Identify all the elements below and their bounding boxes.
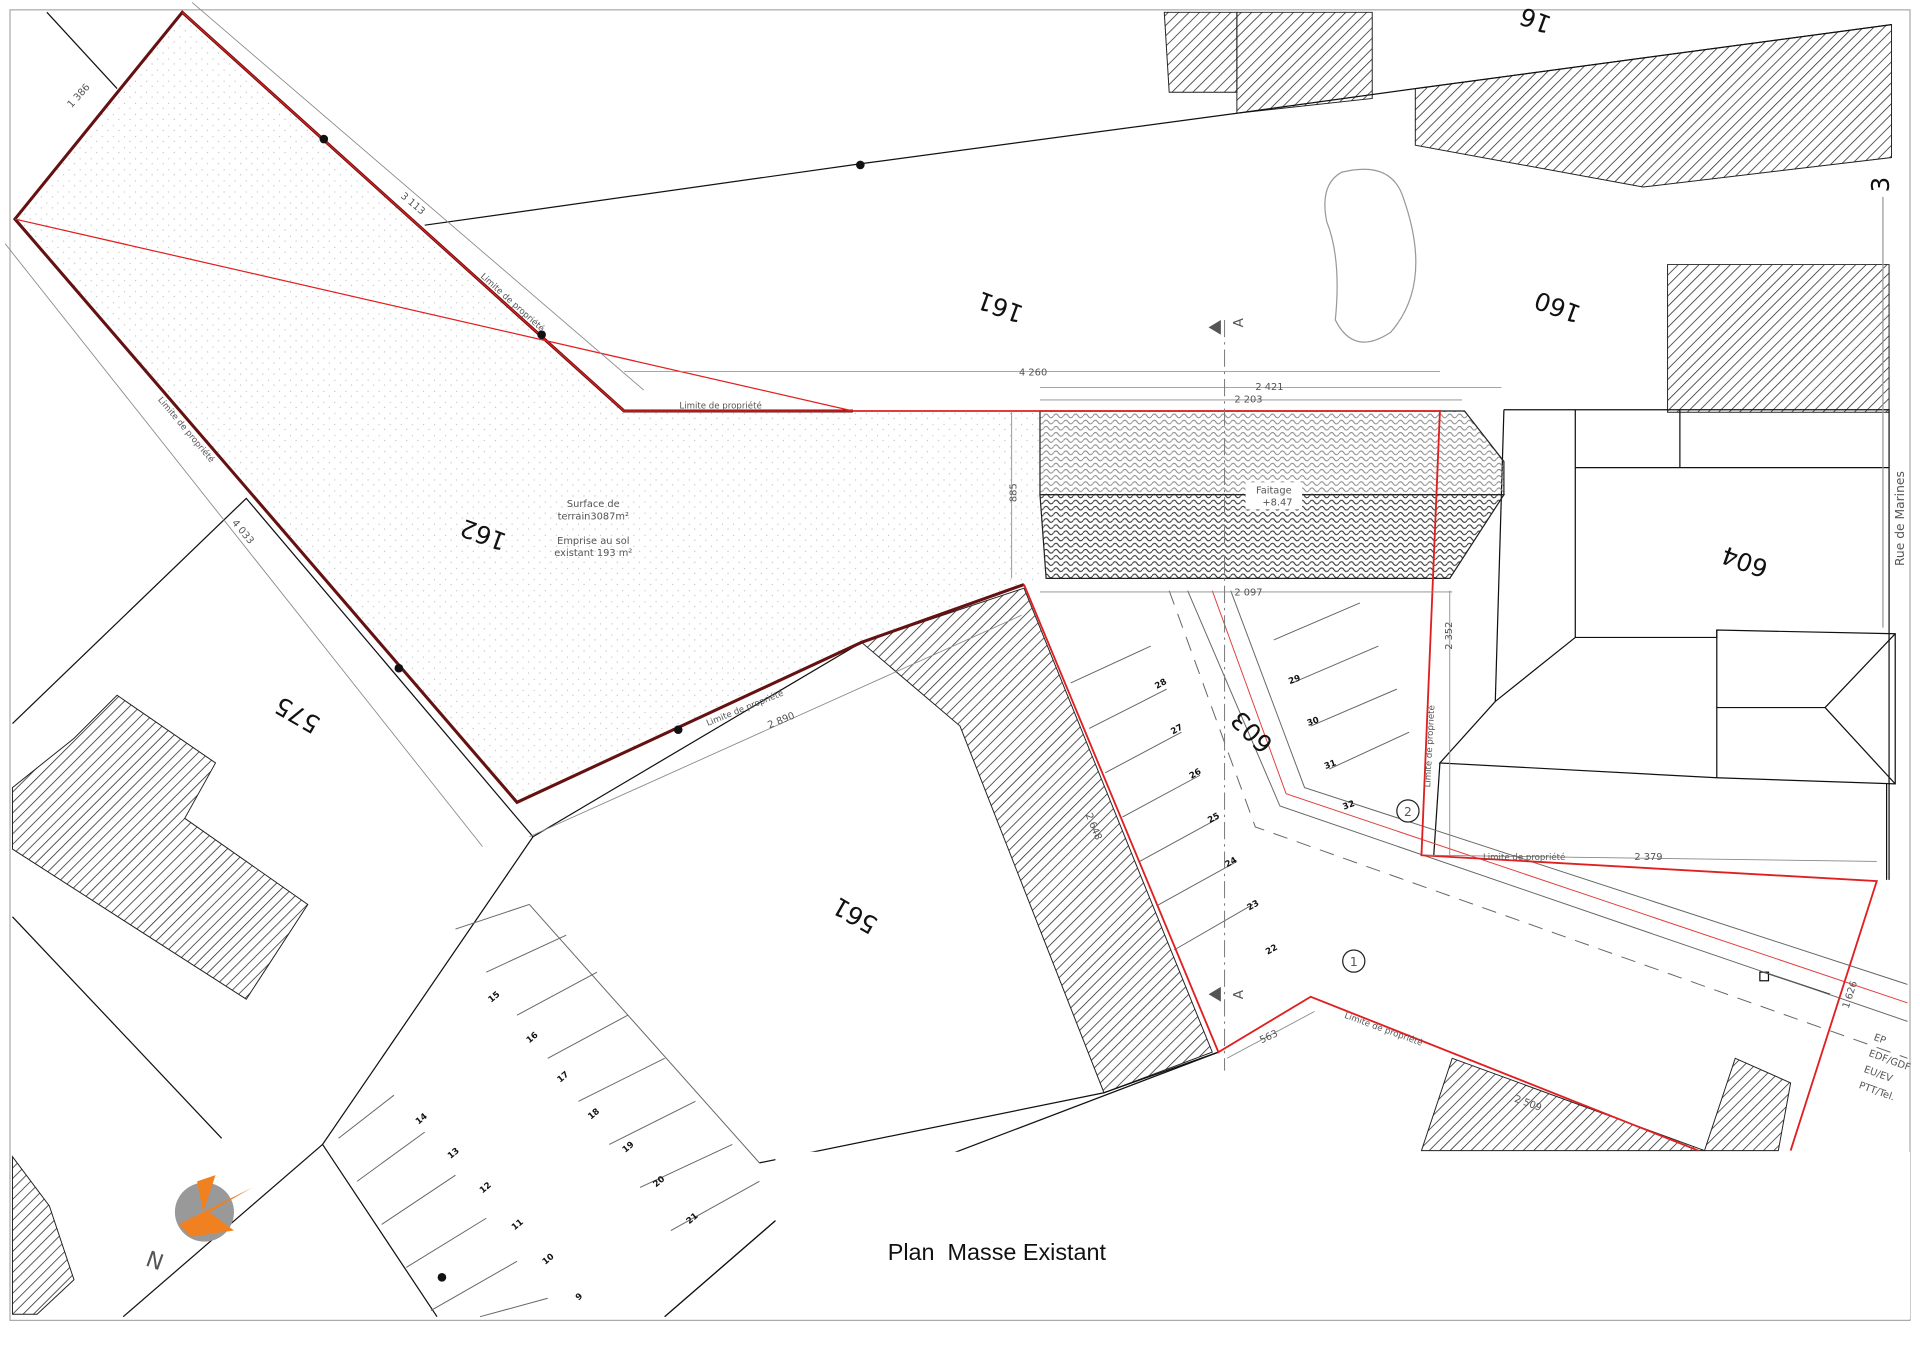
svg-text:EP: EP [1872, 1032, 1887, 1047]
svg-text:11: 11 [510, 1217, 526, 1232]
svg-text:Limite de propriété: Limite de propriété [1343, 1010, 1424, 1048]
parcel-160: 160 [1531, 285, 1585, 328]
section-line-a: A A [1208, 317, 1247, 1071]
viewpoint-2: 2 [1396, 799, 1420, 823]
svg-text:2 379: 2 379 [1634, 852, 1662, 863]
svg-text:2 203: 2 203 [1234, 394, 1262, 405]
survey-points [319, 134, 865, 1282]
svg-text:15: 15 [487, 990, 503, 1005]
svg-text:20: 20 [652, 1174, 668, 1189]
frame [9, 9, 1911, 1322]
svg-text:31: 31 [1323, 758, 1338, 771]
site-info: Surface de terrain3087m² Emprise au sol … [554, 499, 632, 559]
svg-text:Faitage: Faitage [1256, 485, 1292, 496]
svg-text:27: 27 [1169, 723, 1184, 738]
parcel-604: 604 [1718, 540, 1772, 583]
parcel-161: 161 [973, 285, 1027, 328]
svg-text:N: N [143, 1244, 167, 1274]
svg-text:terrain3087m²: terrain3087m² [558, 511, 629, 522]
cadastral-lines [12, 11, 1896, 1318]
parking-lines [338, 590, 1908, 1318]
plan-title: Plan Masse Existant [888, 1239, 1107, 1265]
svg-text:22: 22 [1264, 943, 1279, 958]
svg-text:30: 30 [1306, 715, 1321, 728]
svg-text:16: 16 [525, 1030, 541, 1045]
svg-text:21: 21 [685, 1211, 701, 1226]
viewpoint-1: 1 [1342, 949, 1366, 973]
svg-text:26: 26 [1188, 767, 1203, 782]
svg-text:2: 2 [1404, 805, 1412, 819]
svg-text:13: 13 [446, 1146, 462, 1161]
svg-text:23: 23 [1246, 899, 1261, 914]
svg-text:2 352: 2 352 [1444, 622, 1455, 650]
svg-text:885: 885 [1009, 483, 1020, 502]
svg-text:Limite de propriété: Limite de propriété [1422, 705, 1437, 788]
svg-text:2 097: 2 097 [1234, 588, 1262, 599]
tree-outline [1324, 168, 1417, 343]
dimension-lines [4, 2, 1877, 1059]
svg-text:Emprise au sol: Emprise au sol [557, 536, 629, 547]
property-boundary [12, 10, 1879, 1152]
svg-text:14: 14 [414, 1112, 430, 1127]
parcel-162-area [14, 12, 1044, 803]
svg-text:1: 1 [1350, 955, 1358, 969]
svg-text:2 890: 2 890 [766, 711, 796, 732]
svg-text:29: 29 [1287, 674, 1302, 687]
svg-text:18: 18 [586, 1107, 602, 1122]
svg-text:1 386: 1 386 [66, 82, 93, 110]
svg-text:17: 17 [556, 1070, 572, 1085]
parcel-575: 575 [270, 691, 325, 740]
svg-text:Limite de propriété: Limite de propriété [1483, 852, 1565, 863]
svg-text:4 260: 4 260 [1019, 367, 1047, 378]
svg-text:Limite de propriété: Limite de propriété [679, 401, 761, 412]
svg-text:10: 10 [541, 1252, 557, 1267]
ridge-label: Faitage +8.47 [1245, 482, 1303, 510]
svg-text:existant 193 m²: existant 193 m² [554, 548, 632, 559]
street-name: Rue de Marines [1893, 471, 1907, 566]
svg-text:19: 19 [621, 1140, 637, 1155]
parcel-561: 561 [827, 891, 882, 940]
neighbour-buildings [11, 11, 1893, 1315]
svg-text:A: A [1231, 989, 1247, 999]
north-arrow-icon: N [143, 1175, 253, 1274]
svg-text:2 421: 2 421 [1255, 382, 1283, 393]
svg-text:Surface de: Surface de [567, 499, 620, 510]
existing-building-roof [1039, 410, 1506, 579]
svg-text:563: 563 [1258, 1028, 1280, 1046]
svg-text:9: 9 [574, 1291, 585, 1303]
svg-text:32: 32 [1342, 799, 1357, 812]
svg-text:+8.47: +8.47 [1262, 498, 1292, 509]
parcel-16: 16 [1516, 1, 1555, 39]
svg-text:A: A [1231, 317, 1247, 327]
svg-text:12: 12 [478, 1181, 494, 1196]
parcel-3: 3 [1866, 177, 1895, 193]
